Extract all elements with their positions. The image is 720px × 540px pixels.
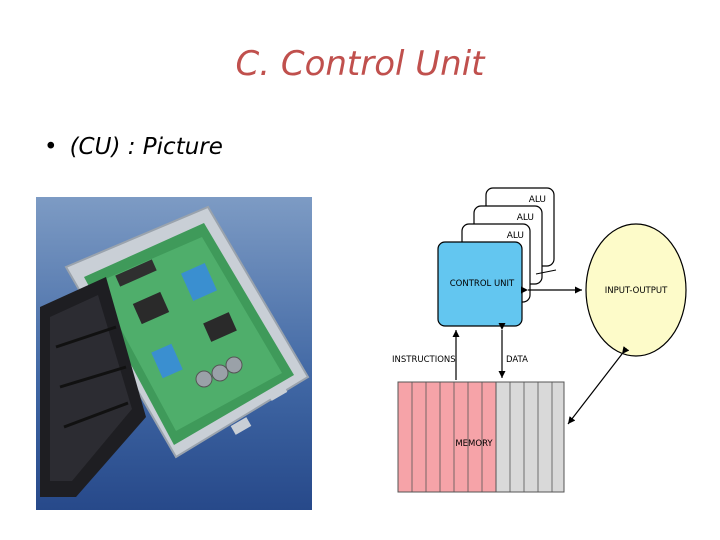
alu-label-1: ALU	[529, 195, 546, 205]
bullet-dot: •	[44, 134, 58, 160]
bullet-text: (CU) : Picture	[69, 134, 223, 160]
memory-label: MEMORY	[455, 439, 493, 449]
alu-label-2: ALU	[517, 213, 534, 223]
alu-label-3: ALU	[507, 231, 524, 241]
control-unit-diagram: ALU ALU ALU CONTROL UNIT INPUT-OUTPUT ME…	[392, 187, 687, 493]
input-output-label: INPUT-OUTPUT	[605, 286, 668, 296]
bullet-item: • (CU) : Picture	[44, 134, 223, 160]
slide-title: C. Control Unit	[235, 44, 485, 84]
data-label: DATA	[506, 355, 528, 365]
input-output-ellipse	[585, 223, 687, 357]
control-unit-box	[437, 241, 523, 327]
control-unit-label: CONTROL UNIT	[450, 279, 515, 289]
io-memory-arrow	[567, 346, 630, 425]
memory-block: MEMORY	[397, 381, 565, 493]
instructions-label: INSTRUCTIONS	[392, 355, 456, 365]
control-unit-board-photo	[36, 197, 312, 510]
